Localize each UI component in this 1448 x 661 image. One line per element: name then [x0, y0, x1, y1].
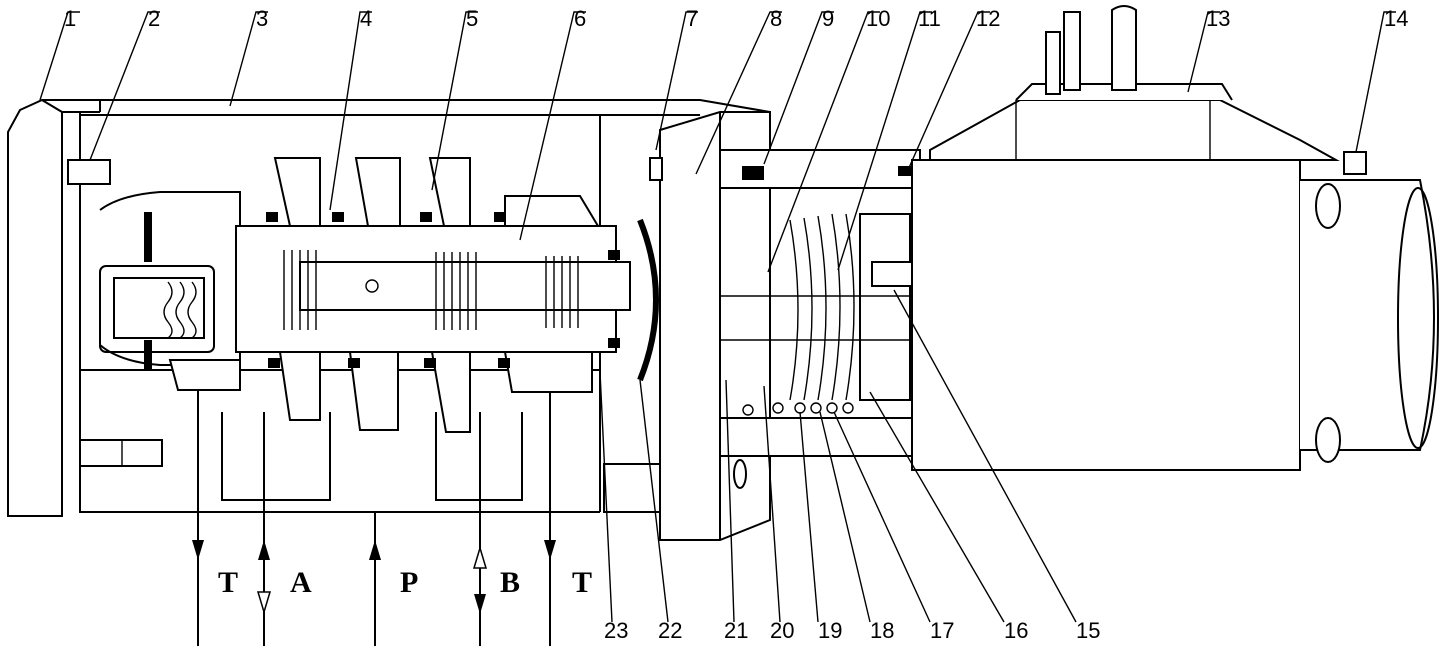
part-number: 6	[574, 6, 586, 31]
part-number: 21	[724, 618, 748, 643]
left-check-assembly	[100, 192, 240, 365]
part-number: 20	[770, 618, 794, 643]
part-number: 12	[976, 6, 1000, 31]
port-label-b: B	[500, 566, 520, 599]
part-number: 2	[148, 6, 160, 31]
part-number: 15	[1076, 618, 1100, 643]
part-number: 3	[256, 6, 268, 31]
part-number: 11	[918, 6, 941, 31]
port-label-t-left: T	[218, 566, 238, 599]
spool	[236, 226, 630, 352]
part-number: 9	[822, 6, 834, 31]
part-number: 13	[1206, 6, 1230, 31]
part-number: 5	[466, 6, 478, 31]
part-number: 4	[360, 6, 372, 31]
part-number: 19	[818, 618, 842, 643]
part-number: 17	[930, 618, 954, 643]
part-number: 23	[604, 618, 628, 643]
part-number: 1	[64, 6, 76, 31]
part-number: 22	[658, 618, 682, 643]
port-label-p: P	[400, 566, 418, 599]
port-label-t-right: T	[572, 566, 592, 599]
part-number: 16	[1004, 618, 1028, 643]
part-number: 8	[770, 6, 782, 31]
motor	[912, 6, 1438, 470]
port-label-a: A	[290, 566, 312, 599]
part-number: 14	[1384, 6, 1408, 31]
port-labels: T A P B T	[218, 566, 592, 599]
part-number: 10	[866, 6, 890, 31]
part-number: 7	[686, 6, 698, 31]
part-number: 18	[870, 618, 894, 643]
